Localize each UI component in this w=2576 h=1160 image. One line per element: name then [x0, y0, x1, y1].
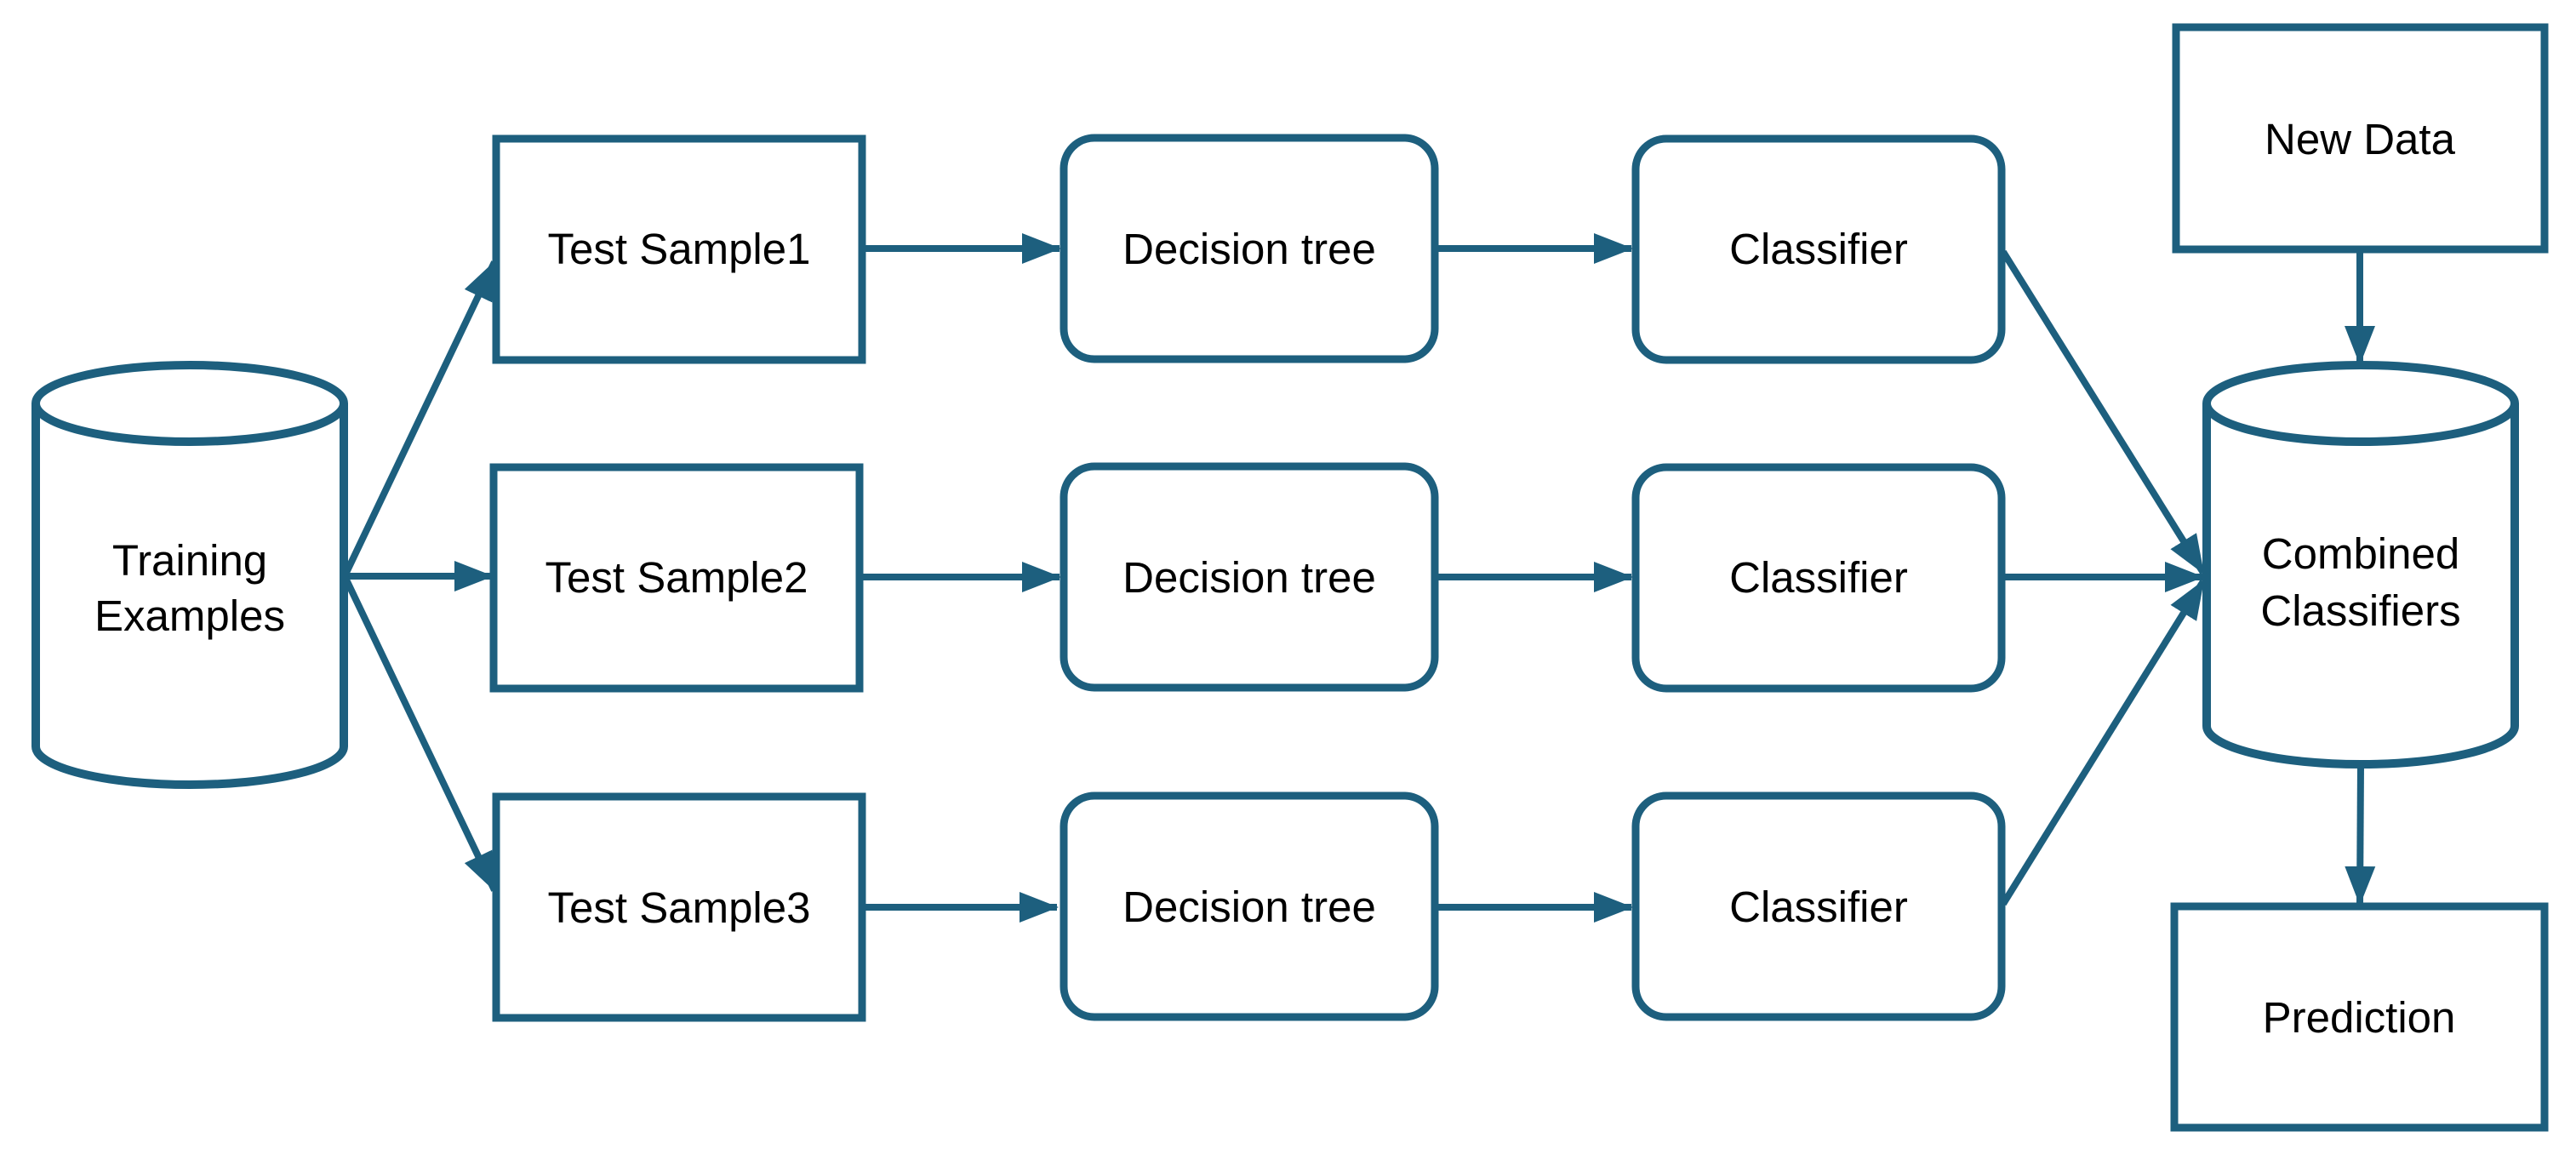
edges: [341, 233, 2376, 923]
decision-tree-3-box: [1060, 791, 1439, 1021]
node-classifier-3: Classifier: [1631, 791, 2006, 1021]
training-examples-label-line1: Training: [112, 536, 267, 585]
node-test-sample-2: Test Sample2: [489, 463, 864, 693]
classifier-1-label: Classifier: [1729, 225, 1908, 273]
decision-tree-1-box: [1060, 134, 1439, 363]
classifier-1-box: [1631, 134, 2006, 364]
test-sample-3-label: Test Sample3: [548, 883, 811, 932]
training-examples-cylinder-rim: [31, 403, 348, 446]
node-test-sample-3: Test Sample3: [492, 792, 866, 1022]
node-decision-tree-2: Decision tree: [1060, 462, 1439, 692]
node-classifier-1: Classifier: [1631, 134, 2006, 364]
prediction-label: Prediction: [2263, 993, 2456, 1042]
classifier-2-box: [1631, 463, 2006, 693]
test-sample-1-box: [492, 134, 866, 364]
edge-combined-classifiers-to-prediction: [2345, 763, 2376, 906]
classifier-3-box: [1631, 791, 2006, 1021]
decision-tree-2-label: Decision tree: [1122, 553, 1376, 602]
combined-classifiers-cylinder: [2202, 361, 2519, 769]
decision-tree-1-label: Decision tree: [1122, 225, 1376, 273]
prediction-box: [2170, 902, 2549, 1132]
combined-classifiers-label-line1: Combined: [2262, 529, 2459, 578]
node-decision-tree-3: Decision tree: [1060, 791, 1439, 1021]
test-sample-3-box: [492, 792, 866, 1022]
node-new-data: New Data: [2172, 23, 2549, 254]
test-sample-1-label: Test Sample1: [548, 225, 811, 273]
new-data-box: [2172, 23, 2549, 254]
edge-classifier-1-to-combined-classifiers: [2000, 249, 2207, 575]
classifier-3-label: Classifier: [1729, 883, 1908, 931]
new-data-label: New Data: [2265, 115, 2456, 163]
node-prediction: Prediction: [2170, 902, 2549, 1132]
test-sample-2-label: Test Sample2: [545, 553, 808, 602]
training-examples-cylinder: [31, 361, 348, 789]
combined-classifiers-cylinder-rim: [2202, 403, 2519, 446]
edge-classifier-3-to-combined-classifiers: [2000, 579, 2207, 906]
edge-training-examples-to-test-sample-1: [341, 260, 498, 578]
decision-tree-2-box: [1060, 462, 1439, 692]
edge-training-examples-to-test-sample-3: [341, 574, 498, 892]
node-training-examples: Training Examples: [31, 361, 348, 789]
node-classifier-2: Classifier: [1631, 463, 2006, 693]
test-sample-2-box: [489, 463, 864, 693]
node-test-sample-1: Test Sample1: [492, 134, 866, 364]
node-decision-tree-1: Decision tree: [1060, 134, 1439, 363]
classifier-2-label: Classifier: [1729, 553, 1908, 602]
training-examples-label-line2: Examples: [94, 591, 285, 640]
node-combined-classifiers: Combined Classifiers: [2202, 361, 2519, 769]
decision-tree-3-label: Decision tree: [1122, 883, 1376, 931]
combined-classifiers-label-line2: Classifiers: [2260, 586, 2460, 635]
